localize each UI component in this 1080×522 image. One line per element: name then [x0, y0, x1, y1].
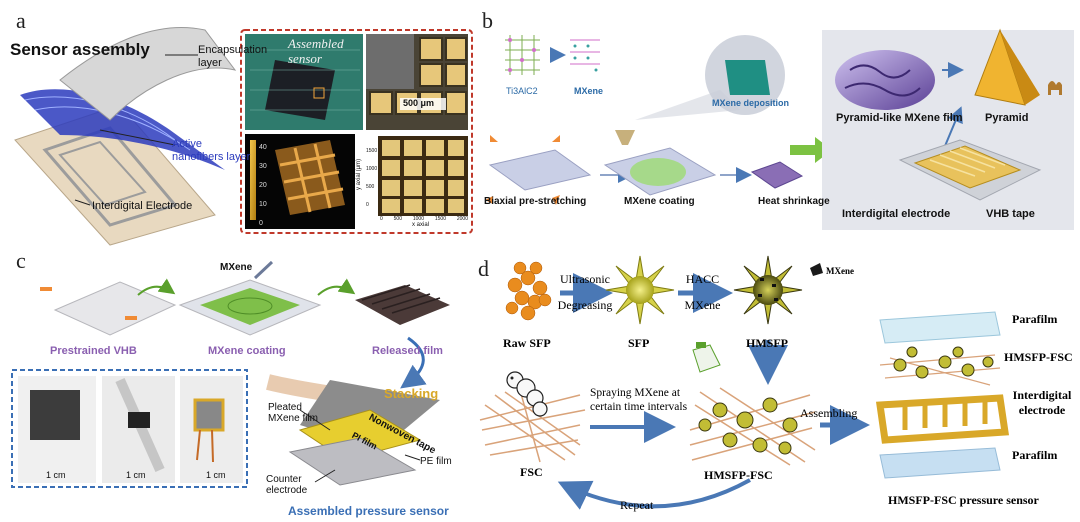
active-nanofibers-label: Active nanofibers layer — [172, 138, 251, 163]
y-tick: 500 — [366, 184, 375, 190]
panel-c-graphics — [11, 260, 450, 488]
heat-shrinkage-label: Heat shrinkage — [758, 196, 830, 207]
stacking-label: Stacking — [384, 386, 439, 401]
panel-d-graphics — [479, 255, 1010, 510]
spraying-label: Spraying MXene at certain time intervals — [590, 387, 688, 413]
panel-a-letter: a — [16, 8, 26, 33]
parafilm-bottom-label: Parafilm — [1012, 448, 1058, 462]
assembled-sensor-label: Assembled sensor — [288, 36, 344, 66]
parafilm-top-label: Parafilm — [1012, 312, 1058, 326]
assembled-pressure-sensor-label: Assembled pressure sensor — [288, 504, 449, 518]
ti3alc2-label: Ti3AlC2 — [506, 86, 538, 96]
y-tick: 1000 — [366, 166, 378, 172]
y-tick: 0 — [366, 202, 369, 208]
raw-sfp-label: Raw SFP — [503, 336, 551, 350]
arrow2-text: HACC MXene — [684, 272, 721, 312]
x-tick: 0 — [380, 216, 383, 222]
sensor-assembly-title: Sensor assembly — [10, 40, 150, 59]
interdigital-electrode-label: Interdigital Electrode — [92, 200, 193, 212]
panel-b-graphics — [485, 28, 1074, 230]
x-ticks: 0 500 1000 1500 2000 — [380, 216, 468, 222]
pe-film-label: PE film — [420, 456, 452, 467]
assembling-label: Assembling — [800, 406, 858, 420]
hmsfp-fsc-layer-label: HMSFP-FSC — [1004, 350, 1073, 364]
panel-a-graphics — [14, 26, 473, 246]
hacc-mxene-label: HACC MXene — [680, 266, 725, 318]
panel-c-letter: c — [16, 248, 26, 273]
mxene-coating-label: MXene coating — [624, 196, 695, 207]
ultrasonic-degreasing-label: Ultrasonic Degreasing — [555, 266, 615, 318]
interdigital-electrode-d-label: Interdigital electrode — [1012, 388, 1072, 417]
colorbar-tick: 40 — [259, 144, 267, 151]
hmsfp-fsc-sensor-label: HMSFP-FSC pressure sensor — [888, 493, 1039, 507]
scale-1cm: 1 cm — [126, 470, 146, 480]
colorbar-tick: 10 — [259, 201, 267, 208]
hmsfp-fsc-label: HMSFP-FSC — [704, 468, 773, 482]
repeat-label: Repeat — [620, 498, 654, 512]
mxene-coating-c-label: MXene coating — [208, 345, 286, 357]
released-film-label: Released film — [372, 345, 443, 357]
pyramid-label: Pyramid — [985, 112, 1029, 124]
inset-b-letter: b — [370, 134, 377, 145]
prestrained-vhb-label: Prestrained VHB — [50, 345, 137, 357]
mxene-label: MXene — [574, 86, 604, 96]
pyramid-film-label: Pyramid-like MXene film — [836, 112, 963, 124]
x-tick: 1000 — [412, 216, 424, 222]
scale-1cm: 1 cm — [46, 470, 66, 480]
encapsulation-layer-label: Encapsulation layer — [198, 44, 268, 69]
biaxial-prestretching-label: Biaxial pre-stretching — [484, 196, 587, 207]
panel-d-letter: d — [478, 256, 489, 281]
sfp-label: SFP — [628, 336, 650, 350]
scale-1cm: 1 cm — [206, 470, 226, 480]
mxene-legend-label: MXene — [826, 266, 854, 276]
y-axis-label: y axial (μm) — [356, 158, 362, 190]
colorbar-tick: 0 — [259, 220, 263, 227]
colorbar-tick: 30 — [259, 163, 267, 170]
x-tick: 2000 — [456, 216, 468, 222]
y-ticks: 1500 1000 500 0 — [366, 142, 377, 214]
fsc-label: FSC — [520, 465, 543, 479]
vhb-tape-label: VHB tape — [986, 208, 1035, 220]
colorbar-tick: 20 — [259, 182, 267, 189]
mxene-deposition-label: MXene deposition — [712, 98, 790, 108]
counter-electrode-label: Counter electrode — [266, 474, 308, 496]
x-tick: 1500 — [434, 216, 446, 222]
x-axis-label: x axial — [412, 222, 430, 228]
mxene-pipette-label: MXene — [220, 262, 253, 273]
panel-b-letter: b — [482, 8, 493, 33]
hmsfp-label: HMSFP — [746, 336, 788, 350]
y-tick: 1500 — [366, 148, 378, 154]
colorbar-ticks: 40 30 20 10 0 — [259, 138, 267, 233]
interdigital-electrode-b-label: Interdigital electrode — [842, 208, 951, 220]
x-tick: 500 — [393, 216, 402, 222]
pleated-mxene-label: Pleated MXene film — [268, 402, 319, 424]
scale-bar-500um: 500 μm — [403, 98, 435, 108]
arrow1-text: Ultrasonic Degreasing — [557, 272, 613, 312]
